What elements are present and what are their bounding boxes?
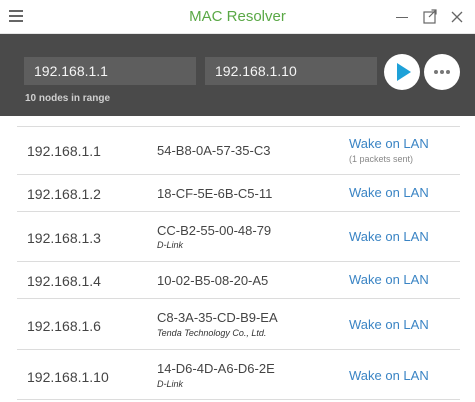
host-vendor: D-Link [157, 379, 184, 389]
range-end-input[interactable] [205, 57, 377, 85]
title-bar: MAC Resolver [0, 0, 475, 34]
more-options-button[interactable] [424, 54, 460, 90]
host-row: 192.168.1.3 CC-B2-55-00-48-79 D-Link Wak… [17, 212, 460, 262]
host-mac: 14-D6-4D-A6-D6-2E [157, 361, 275, 376]
range-start-input[interactable] [24, 57, 196, 85]
popout-icon[interactable] [419, 6, 441, 28]
minimize-icon[interactable] [391, 6, 413, 28]
range-count-label: 10 nodes in range [25, 93, 111, 104]
play-icon [397, 63, 411, 81]
wake-on-lan-link[interactable]: Wake on LAN [349, 317, 429, 332]
host-ip: 192.168.1.10 [27, 369, 109, 385]
packets-sent-note: (1 packets sent) [349, 154, 414, 164]
host-row: 192.168.1.6 C8-3A-35-CD-B9-EA Tenda Tech… [17, 299, 460, 350]
host-row: 192.168.1.2 18-CF-5E-6B-C5-11 Wake on LA… [17, 175, 460, 212]
hamburger-icon[interactable] [9, 10, 23, 23]
host-ip: 192.168.1.3 [27, 230, 101, 246]
host-mac: 18-CF-5E-6B-C5-11 [157, 186, 273, 201]
wake-on-lan-link[interactable]: Wake on LAN [349, 368, 429, 383]
more-icon [434, 70, 450, 74]
wake-on-lan-link[interactable]: Wake on LAN [349, 185, 429, 200]
host-row: 192.168.1.1 54-B8-0A-57-35-C3 Wake on LA… [17, 127, 460, 175]
close-icon[interactable] [446, 6, 468, 28]
host-ip: 192.168.1.6 [27, 318, 101, 334]
host-row: 192.168.1.4 10-02-B5-08-20-A5 Wake on LA… [17, 262, 460, 299]
list-divider [17, 126, 460, 127]
range-toolbar: 10 nodes in range [0, 34, 475, 116]
host-row: 192.168.1.10 14-D6-4D-A6-D6-2E D-Link Wa… [17, 350, 460, 400]
host-vendor: D-Link [157, 240, 184, 250]
host-mac: 10-02-B5-08-20-A5 [157, 273, 269, 288]
host-mac: CC-B2-55-00-48-79 [157, 223, 272, 238]
host-ip: 192.168.1.2 [27, 186, 101, 202]
host-vendor: Tenda Technology Co., Ltd. [157, 328, 267, 338]
host-mac: 54-B8-0A-57-35-C3 [157, 143, 271, 158]
host-ip: 192.168.1.1 [27, 143, 101, 159]
wake-on-lan-link[interactable]: Wake on LAN [349, 272, 429, 287]
start-scan-button[interactable] [384, 54, 420, 90]
host-ip: 192.168.1.4 [27, 273, 101, 289]
wake-on-lan-link[interactable]: Wake on LAN [349, 136, 429, 151]
host-list: 192.168.1.1 54-B8-0A-57-35-C3 Wake on LA… [0, 116, 475, 402]
host-mac: C8-3A-35-CD-B9-EA [157, 310, 278, 325]
wake-on-lan-link[interactable]: Wake on LAN [349, 229, 429, 244]
